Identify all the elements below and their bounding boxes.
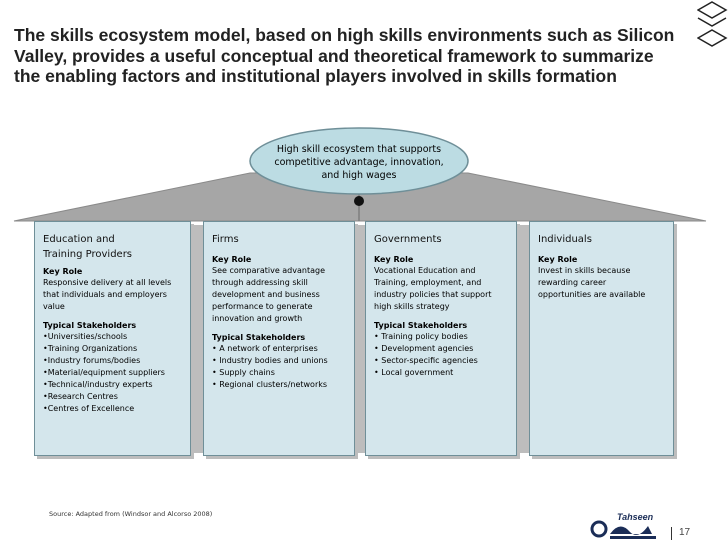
tahseen-logo-icon — [590, 520, 656, 539]
pillar-rail — [517, 225, 529, 453]
connector-dot — [354, 196, 364, 206]
pillar-governments: Governments Key Role Vocational Educatio… — [365, 221, 517, 456]
pillar-title: Education and Training Providers — [43, 234, 133, 260]
stakeholders-heading: Typical Stakeholders — [43, 321, 137, 330]
pillar-title: Governments — [374, 234, 442, 245]
key-role-heading: Key Role — [43, 267, 83, 276]
key-role-text: Invest in skills because rewarding caree… — [538, 266, 646, 299]
source-note: Source: Adapted from (Windsor and Alcors… — [49, 510, 213, 518]
pillar-education: Education and Training Providers Key Rol… — [34, 221, 191, 456]
key-role-text: Vocational Education and Training, emplo… — [374, 266, 492, 311]
pillar-rail — [191, 225, 203, 453]
stakeholders-list: • A network of enterprises • Industry bo… — [212, 344, 328, 389]
pillar-individuals: Individuals Key Role Invest in skills be… — [529, 221, 674, 456]
hub: High skill ecosystem that supports compe… — [250, 128, 468, 198]
footer-divider — [671, 527, 672, 540]
key-role-heading: Key Role — [212, 255, 252, 264]
key-role-heading: Key Role — [538, 255, 578, 264]
key-role-text: See comparative advantage through addres… — [212, 266, 326, 323]
logo-text: Tahseen — [617, 512, 654, 522]
hub-text: High skill ecosystem that supports compe… — [274, 143, 444, 181]
key-role-text: Responsive delivery at all levels that i… — [43, 278, 172, 311]
pillar-rail — [355, 225, 365, 453]
slide-title: The skills ecosystem model, based on hig… — [14, 25, 675, 86]
stakeholders-list: • Training policy bodies • Development a… — [374, 332, 478, 377]
page-number: 17 — [679, 527, 691, 538]
hub-ellipse — [249, 127, 469, 195]
pillar-title: Individuals — [538, 234, 592, 245]
pillar-firms: Firms Key Role See comparative advantage… — [203, 221, 355, 456]
pillar-title: Firms — [212, 234, 239, 245]
stakeholders-heading: Typical Stakeholders — [212, 333, 306, 342]
stakeholders-list: •Universities/schools •Training Organiza… — [43, 332, 165, 413]
key-role-heading: Key Role — [374, 255, 414, 264]
layers-icon — [697, 1, 728, 47]
stakeholders-heading: Typical Stakeholders — [374, 321, 468, 330]
